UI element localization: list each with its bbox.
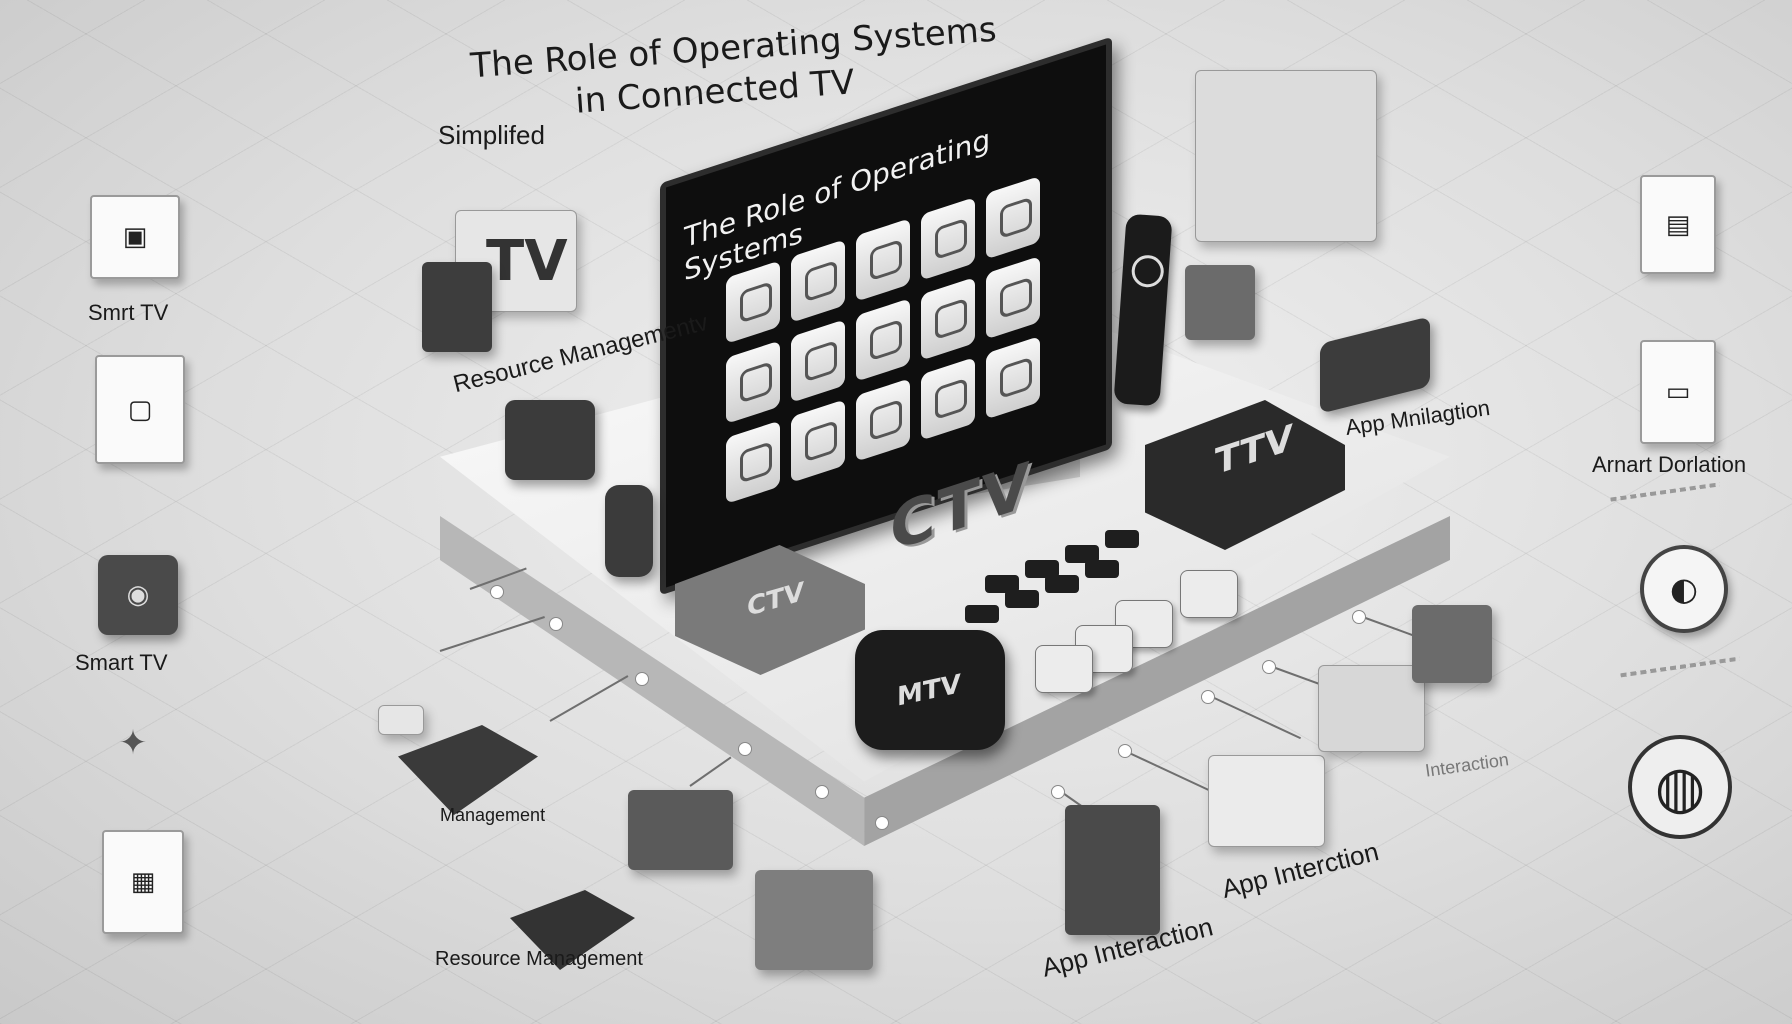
label-arnart-dorlation: Arnart Dorlation <box>1592 452 1747 477</box>
floor-light-box <box>1208 755 1325 847</box>
connector-dot <box>738 742 752 756</box>
gamepad-device <box>505 400 595 480</box>
keypad-key <box>1025 560 1059 578</box>
app-button <box>1035 645 1093 693</box>
connector-dot <box>875 816 889 830</box>
app-tile <box>921 197 975 281</box>
ttv-text: TTV <box>1215 417 1293 484</box>
globe-icon: ◍ <box>1654 753 1706 821</box>
keypad-key <box>985 575 1019 593</box>
app-tile <box>726 260 780 344</box>
app-tile <box>726 420 780 504</box>
connector-dot <box>549 617 563 631</box>
tv-block: TV <box>455 210 577 312</box>
floor-grey-block <box>628 790 733 870</box>
app-tile <box>856 218 910 302</box>
speaker-block <box>422 262 492 352</box>
left-icon-speaker: ◉ <box>98 555 178 635</box>
left-icon-outlet: ▦ <box>102 830 184 934</box>
outlet-icon: ▤ <box>1665 209 1691 240</box>
app-tile <box>986 255 1040 340</box>
connector-dot <box>1262 660 1276 674</box>
label-management-mid: Management <box>440 805 546 825</box>
floor-grey-cube <box>1412 605 1492 683</box>
speaker-icon: ◉ <box>126 580 150 610</box>
app-tile <box>726 340 780 424</box>
connector-dot <box>490 585 504 599</box>
connector-dot <box>1352 610 1366 624</box>
app-tile <box>856 378 910 462</box>
keypad-key <box>1105 530 1139 548</box>
right-icon-disc: ◐ <box>1640 545 1728 633</box>
battery-icon: ▭ <box>1665 377 1691 407</box>
label-simplified: Simplifed <box>438 120 545 150</box>
connector-dot <box>815 785 829 799</box>
ctv-box-text: CTV <box>747 576 804 624</box>
keypad-key <box>1045 575 1079 593</box>
keypad-key <box>1085 560 1119 578</box>
floor-chip <box>378 705 424 735</box>
mtv-box: MTV <box>855 630 1005 750</box>
app-tile <box>921 357 975 441</box>
disc-icon: ◐ <box>1670 570 1698 608</box>
mtv-box-text: MTV <box>897 669 961 713</box>
app-button <box>1180 570 1238 618</box>
keypad-key <box>965 605 999 623</box>
connector-dot <box>1118 744 1132 758</box>
right-icon-outlet: ▤ <box>1640 175 1716 274</box>
gamepad-icon: ✦ <box>118 723 148 763</box>
left-icon-tv: ▣ <box>90 195 180 279</box>
keypad-key <box>1065 545 1099 563</box>
small-grey-cube <box>1185 265 1255 340</box>
tv-block-text: TV <box>486 229 568 294</box>
right-icon-battery: ▭ <box>1640 340 1716 444</box>
app-tile <box>791 319 845 403</box>
left-icon-gamepad: ✦ <box>108 718 158 768</box>
label-smart-tv-top: Smrt TV <box>88 300 169 325</box>
connector-dot <box>635 672 649 686</box>
device-cluster <box>1195 70 1377 242</box>
display-icon: ▢ <box>127 394 153 425</box>
app-tile <box>921 277 975 361</box>
floor-light-box-2 <box>1318 665 1425 752</box>
floor-tall-cube <box>1065 805 1160 935</box>
app-button <box>1115 600 1173 648</box>
floor-cube <box>755 870 873 970</box>
tv-icon: ▣ <box>122 222 148 252</box>
app-tile <box>986 175 1040 260</box>
right-icon-globe: ◍ <box>1628 735 1732 839</box>
app-tile <box>791 239 845 323</box>
connector-dot <box>1201 690 1215 704</box>
smart-speaker <box>605 485 653 577</box>
app-tile <box>856 298 910 382</box>
label-smart-tv-mid: Smart TV <box>75 650 168 675</box>
outlet-icon: ▦ <box>130 867 156 897</box>
connector-dot <box>1051 785 1065 799</box>
app-tile <box>986 335 1040 420</box>
app-tile <box>791 399 845 483</box>
label-resource-management-bottom: Resource Management <box>435 948 643 970</box>
keypad-key <box>1005 590 1039 608</box>
left-icon-display: ▢ <box>95 355 185 464</box>
